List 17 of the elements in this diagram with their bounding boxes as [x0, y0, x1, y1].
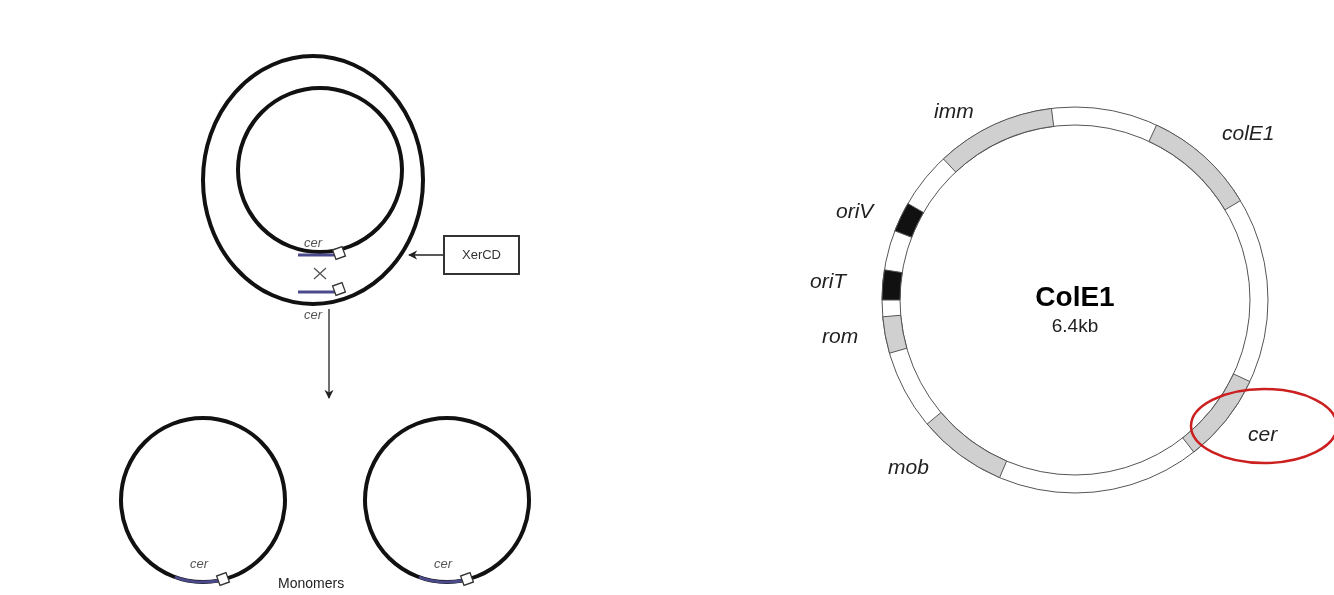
site-label: cer: [304, 236, 323, 249]
gene-label: colE1: [1222, 122, 1275, 143]
gene-label: cer: [1248, 423, 1278, 444]
gene-label: oriT: [810, 270, 847, 291]
gene-label: imm: [934, 100, 974, 121]
site-label: cer: [190, 557, 209, 570]
site-label: cer: [434, 557, 453, 570]
arrow: [408, 250, 444, 260]
enzyme-box: XerCD: [443, 235, 520, 275]
plasmid-name: ColE1: [1035, 280, 1115, 314]
site-label: cer: [304, 308, 323, 321]
gene-label: oriV: [836, 200, 874, 221]
arrow: [324, 308, 334, 399]
caption-label: Monomers: [278, 576, 345, 590]
plasmid-size: 6.4kb: [1051, 314, 1099, 338]
gene-label: rom: [822, 325, 859, 346]
gene-label: mob: [888, 456, 929, 477]
